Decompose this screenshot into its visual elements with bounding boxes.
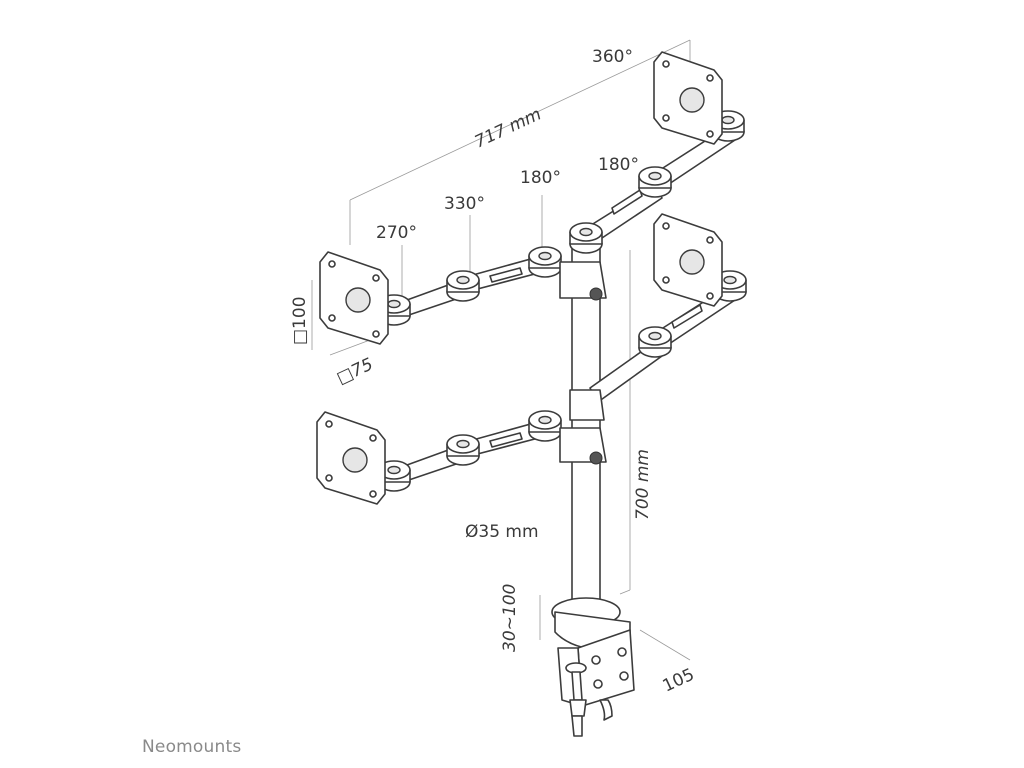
label-vesa-75: □75 xyxy=(334,354,377,388)
label-angle-right: 180° xyxy=(598,155,639,175)
label-pole-diameter: Ø35 mm xyxy=(465,522,539,542)
desk-clamp xyxy=(551,597,635,737)
label-desk-thickness: 30~100 xyxy=(500,584,520,652)
brand-logo: Neomounts xyxy=(142,737,241,757)
arm-top-left xyxy=(319,246,607,345)
arm-top-right xyxy=(569,51,745,254)
dimension-guides xyxy=(311,39,691,661)
label-angle-top: 360° xyxy=(592,47,633,67)
label-angle-270: 270° xyxy=(376,223,417,243)
label-clamp-depth: 105 xyxy=(660,665,698,697)
label-angle-330: 330° xyxy=(444,194,485,214)
label-width-total: 717 mm xyxy=(472,104,545,152)
arm-bottom-left xyxy=(316,410,607,505)
label-pole-height: 700 mm xyxy=(633,449,653,520)
label-vesa-100: □100 xyxy=(290,296,310,345)
arm-mid-right xyxy=(569,213,747,421)
label-angle-mid: 180° xyxy=(520,168,561,188)
